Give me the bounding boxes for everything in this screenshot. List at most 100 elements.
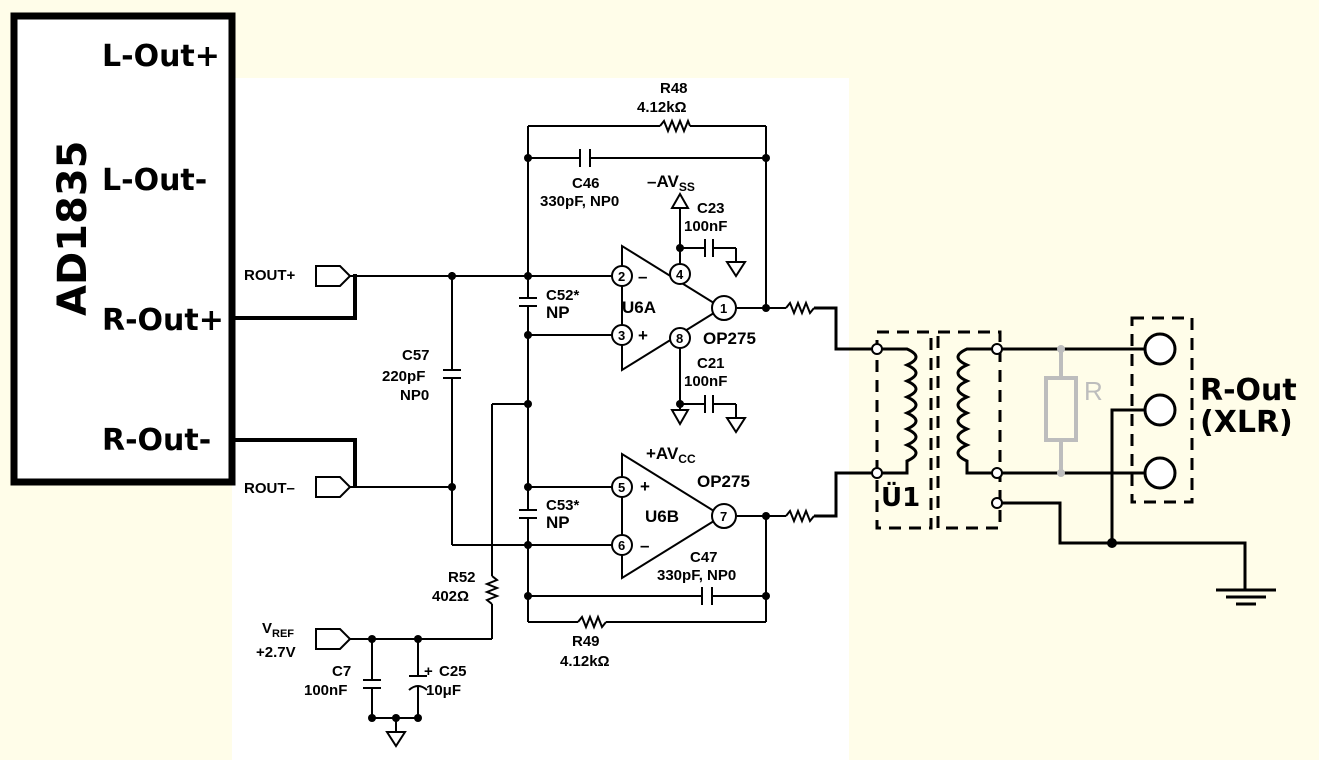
- rout-minus-label: ROUT–: [244, 480, 295, 497]
- transformer-label: Ü1: [881, 480, 920, 513]
- transformer-primary-coil: [877, 347, 918, 475]
- c23-capacitor: C23 100nF: [684, 200, 727, 257]
- avcc-arrow: [670, 409, 690, 427]
- load-resistor-body: [1044, 376, 1078, 442]
- load-resistor-label: R: [1084, 376, 1103, 406]
- chip-body: [10, 12, 236, 486]
- pin-r-out-plus: R-Out+: [102, 303, 224, 338]
- u6a-opamp: 2 3 4 8 1 – + U6A OP275: [611, 244, 756, 372]
- schematic-panel: [232, 78, 849, 760]
- r49-label: R49: [572, 633, 600, 650]
- c21-capacitor: C21 100nF: [684, 355, 727, 413]
- ground-c21-icon: [725, 417, 747, 434]
- ground-symbols: [385, 261, 1276, 748]
- r49-resistor: R49 4.12kΩ: [560, 614, 610, 670]
- u6b-triangle: [621, 452, 724, 580]
- ad1835-chip: AD1835 L-Out+ L-Out- R-Out+ R-Out-: [10, 12, 236, 486]
- svg-text:7: 7: [720, 509, 727, 524]
- avss-arrow: [670, 191, 690, 209]
- xlr-label-line2: (XLR): [1200, 405, 1293, 440]
- u6b-plus-sign: +: [640, 477, 650, 496]
- c21-label: C21: [697, 355, 725, 372]
- c46-capacitor: C46 330pF, NP0: [540, 149, 619, 210]
- c46-value: 330pF, NP0: [540, 193, 619, 210]
- c23-label: C23: [697, 200, 725, 217]
- pin-l-out-minus: L-Out-: [102, 163, 207, 198]
- xlr-label-line1: R-Out: [1200, 373, 1297, 408]
- u6a-pin-2: [611, 265, 633, 287]
- c47-capacitor: C47 330pF, NP0: [657, 549, 736, 605]
- c25-plus: +: [424, 663, 433, 680]
- vref-port: VREF +2.7V: [256, 620, 352, 661]
- output-wires: [814, 306, 1247, 590]
- c21-value: 100nF: [684, 373, 727, 390]
- r48-label: R48: [660, 80, 688, 97]
- c46-label: C46: [572, 175, 600, 192]
- svg-text:8: 8: [676, 331, 683, 346]
- u6a-pin-4: [669, 263, 691, 285]
- transformer-u1: Ü1: [871, 330, 1003, 530]
- junction-dots: [368, 154, 1117, 722]
- vref-flag: [315, 628, 352, 650]
- u6a-pin-8: [669, 327, 691, 349]
- vref-value: +2.7V: [256, 644, 296, 661]
- u6a-plus-sign: +: [638, 326, 648, 345]
- c52-value: NP: [546, 303, 570, 322]
- rout-plus-label: ROUT+: [244, 267, 295, 284]
- rout-plus-flag: [315, 265, 352, 287]
- load-resistor-r: R: [1044, 345, 1103, 477]
- pin-r-out-minus: R-Out-: [102, 423, 211, 458]
- c25-value: 10μF: [426, 682, 461, 699]
- c7-value: 100nF: [304, 682, 347, 699]
- output-resistor-b: [785, 508, 815, 524]
- transformer-secondary-coil: [956, 347, 997, 475]
- xlr-box: [1130, 316, 1194, 504]
- c53-capacitor: C53* NP: [519, 497, 580, 532]
- c47-label: C47: [690, 549, 718, 566]
- svg-text:4: 4: [676, 267, 684, 282]
- transformer-secondary-box: [936, 330, 1002, 530]
- c57-value: 220pF: [382, 368, 425, 385]
- svg-text:2: 2: [618, 269, 625, 284]
- xlr-connector: R-Out (XLR): [1130, 316, 1297, 504]
- c7-label: C7: [332, 663, 351, 680]
- c23-value: 100nF: [684, 218, 727, 235]
- rout-plus-port: ROUT+: [244, 265, 352, 287]
- r48-value: 4.12kΩ: [637, 99, 687, 116]
- u6b-part: OP275: [697, 472, 750, 491]
- r48-resistor: R48 4.12kΩ: [637, 80, 691, 134]
- u6b-pin-5: [611, 476, 633, 498]
- svg-text:6: 6: [618, 538, 625, 553]
- pin-l-out-plus: L-Out+: [102, 39, 220, 74]
- u6b-minus-sign: –: [640, 536, 649, 555]
- avcc-supply: +AVCC: [646, 409, 696, 466]
- avcc-label: +AVCC: [646, 444, 696, 466]
- u6b-opamp: 5 6 7 + – U6B OP275: [611, 452, 750, 580]
- c25-capacitor: + C25 10μF: [408, 663, 467, 699]
- r49-value: 4.12kΩ: [560, 653, 610, 670]
- svg-text:5: 5: [618, 480, 625, 495]
- xlr-pin-2: [1143, 393, 1177, 427]
- u6a-minus-sign: –: [638, 267, 647, 286]
- output-resistor-a: [785, 300, 815, 316]
- chassis-ground-icon: [1216, 588, 1276, 606]
- rout-minus-port: ROUT–: [244, 476, 352, 498]
- c52-label: C52*: [546, 287, 580, 304]
- chip-name: AD1835: [50, 141, 96, 317]
- c57-label: C57: [402, 347, 430, 364]
- u6a-part: OP275: [703, 329, 756, 348]
- r52-value: 402Ω: [432, 588, 469, 605]
- u6a-pin-3: [611, 324, 633, 346]
- r52-resistor: R52 402Ω: [432, 569, 500, 605]
- c25-label: C25: [439, 663, 467, 680]
- c52-capacitor: C52* NP: [519, 287, 580, 322]
- c57-capacitor: C57 220pF NP0: [382, 347, 461, 404]
- c53-label: C53*: [546, 497, 580, 514]
- avss-supply: –AVSS: [647, 172, 695, 209]
- c57-value2: NP0: [400, 387, 429, 404]
- u6a-pin-1: [711, 295, 737, 321]
- avss-label: –AVSS: [647, 172, 695, 194]
- vref-label: VREF: [262, 620, 294, 640]
